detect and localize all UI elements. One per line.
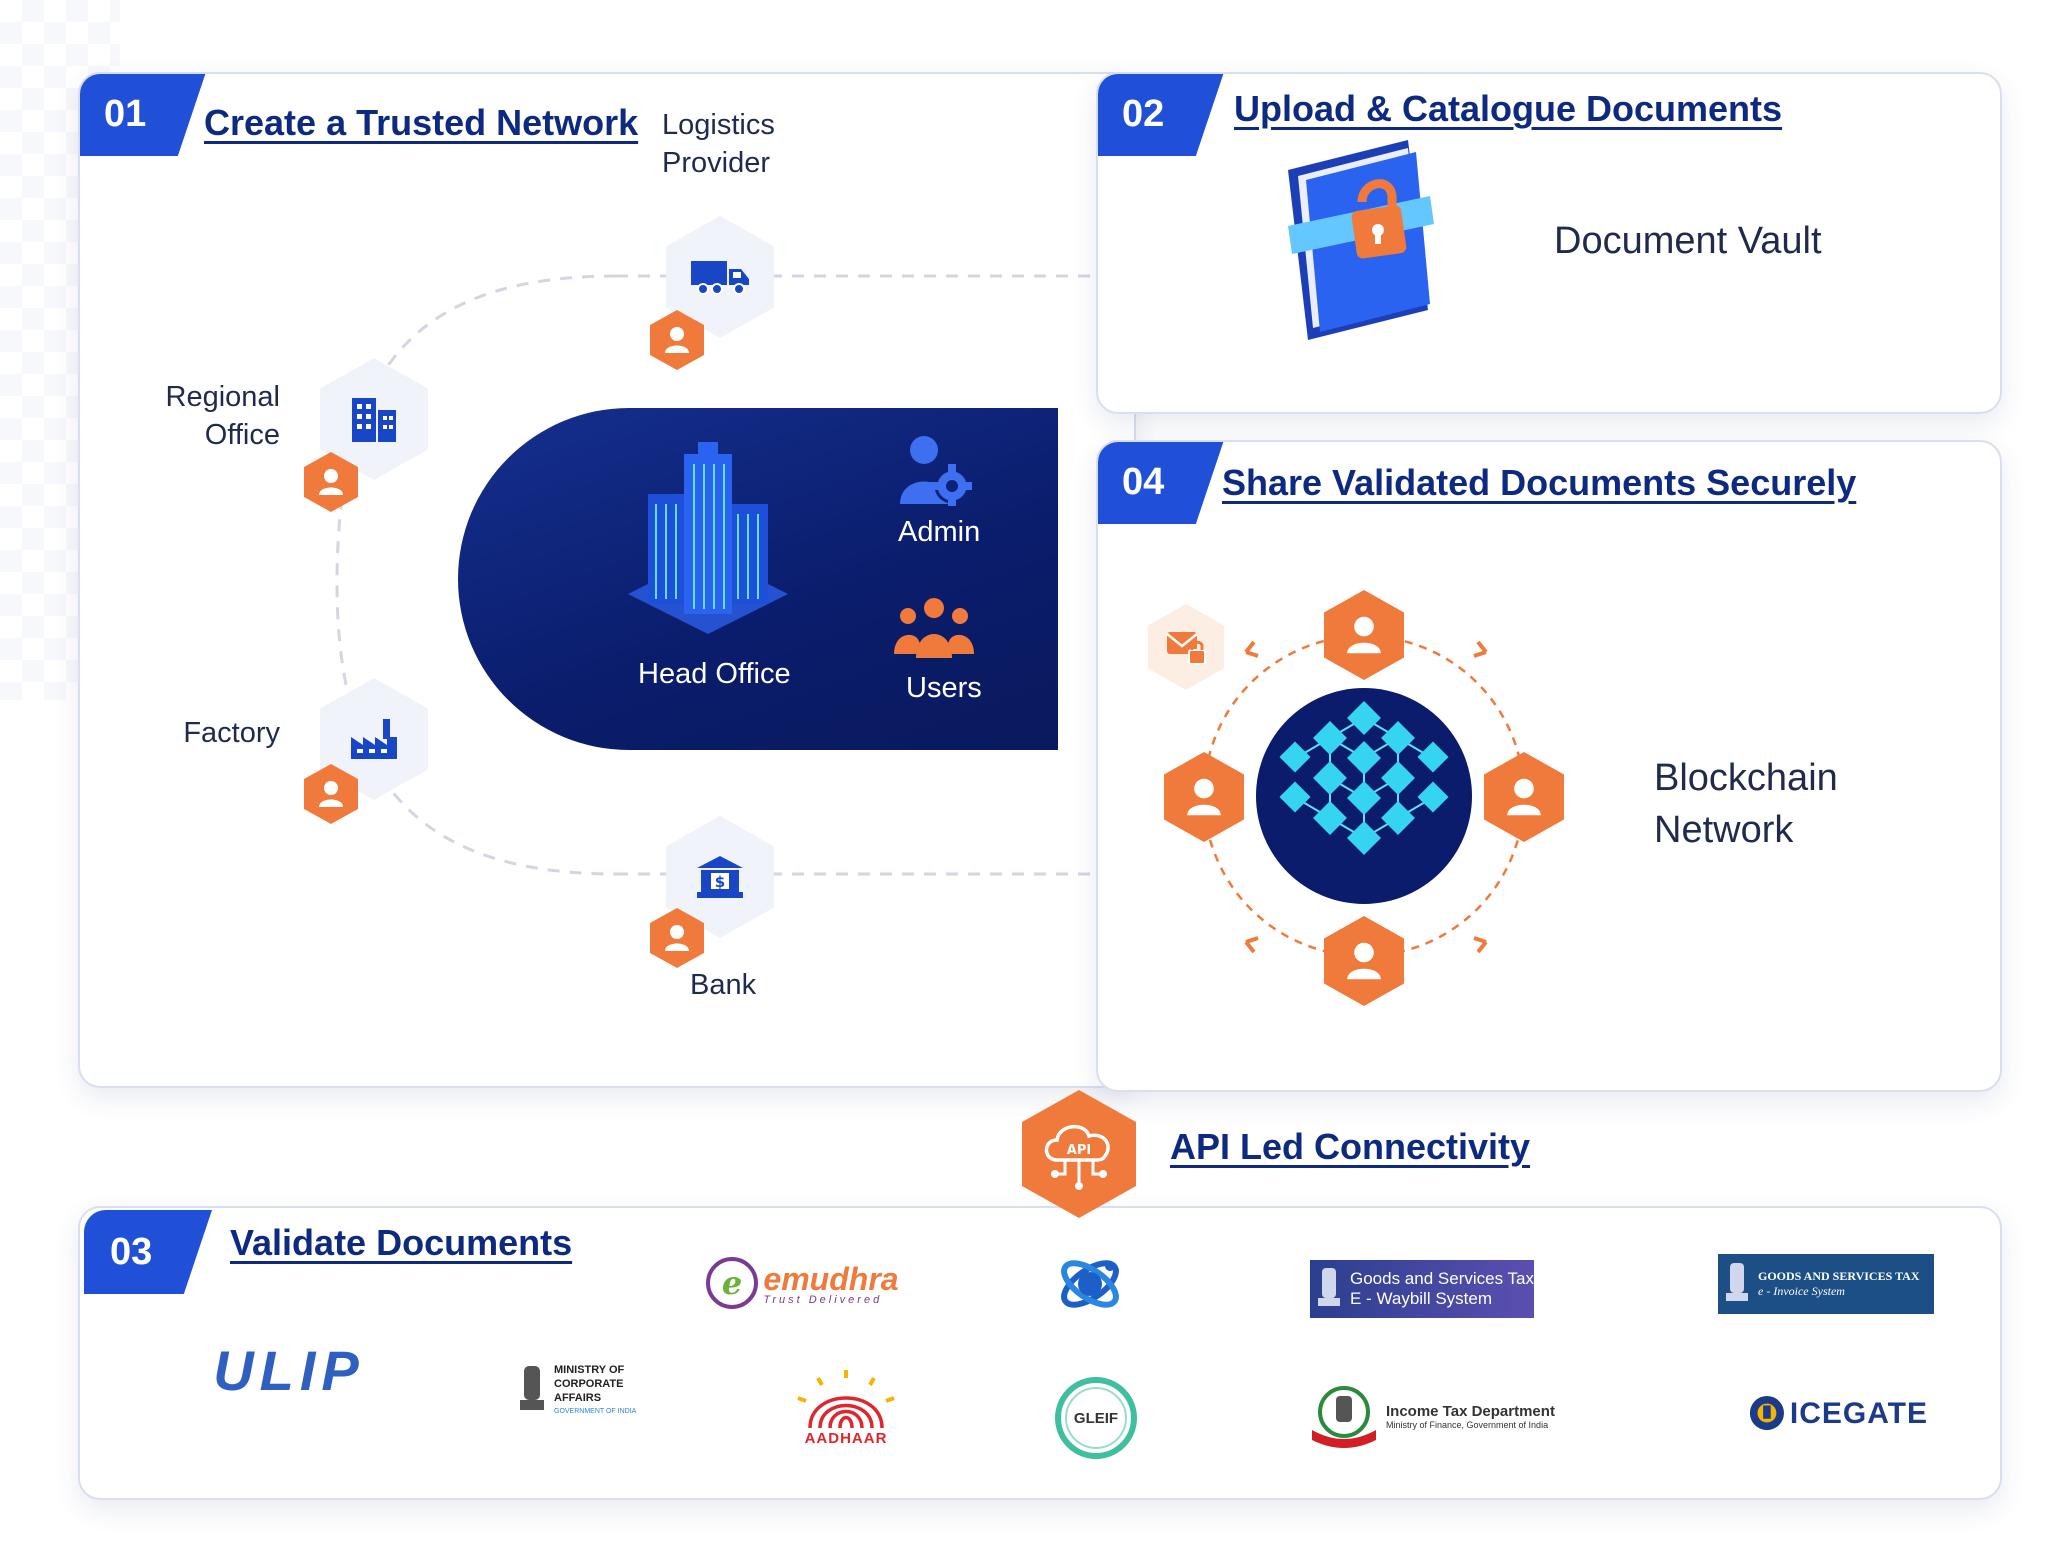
user-icon — [1347, 616, 1381, 654]
gst-eway-line1: Goods and Services Tax — [1350, 1269, 1534, 1288]
skyscraper-icon — [628, 442, 788, 634]
svg-text:API: API — [1067, 1143, 1091, 1158]
income-tax-line1: Income Tax Department — [1386, 1402, 1555, 1420]
card-trusted-network: 01 Create a Trusted Network Logistics Pr… — [78, 72, 1136, 1088]
user-icon — [665, 327, 689, 353]
blockchain-node-top — [1324, 590, 1404, 680]
icegate-emblem-icon — [1749, 1396, 1784, 1431]
mca-line1: MINISTRY OF — [554, 1364, 625, 1376]
document-vault-lock-icon — [1288, 140, 1434, 340]
mca-line3: AFFAIRS — [554, 1392, 602, 1404]
aadhaar-text: AADHAAR — [804, 1429, 888, 1447]
secure-mail-icon — [1166, 632, 1206, 665]
svg-text:e: e — [722, 1264, 742, 1302]
mca-line4: GOVERNMENT OF INDIA — [554, 1408, 637, 1415]
user-badge-factory — [304, 764, 358, 824]
parivahan-emblem-icon — [1061, 1260, 1119, 1308]
network-connectors — [335, 274, 1134, 876]
icegate-text: ICEGATE — [1789, 1397, 1928, 1430]
node-label-logistics: Logistics Provider — [662, 109, 775, 179]
head-office-label: Head Office — [638, 658, 791, 690]
section-title-upload[interactable]: Upload & Catalogue Documents — [1234, 88, 1783, 129]
document-vault-label: Document Vault — [1554, 220, 1822, 262]
card-share-documents: 04 Share Validated Documents Securely — [1096, 440, 2002, 1092]
blockchain-node-left — [1164, 752, 1244, 842]
user-badge-logistics — [650, 310, 704, 370]
user-icon — [319, 781, 343, 807]
user-badge-bank — [650, 908, 704, 968]
users-label: Users — [906, 672, 982, 704]
logo-aadhaar[interactable]: AADHAAR — [786, 1364, 906, 1448]
logo-gst-eway-bill[interactable]: Goods and Services Tax E - Waybill Syste… — [1310, 1260, 1534, 1318]
admin-gear-icon — [900, 436, 972, 506]
head-office-hub[interactable]: Head Office Admin Users — [458, 408, 1058, 750]
api-cloud-icon: API — [1044, 1125, 1110, 1190]
emudhra-e-icon: e — [706, 1257, 759, 1309]
user-icon — [665, 925, 689, 951]
card-validate-documents: 03 Validate Documents e emudhra Trust De… — [78, 1206, 2002, 1500]
emudhra-tagline: Trust Delivered — [763, 1293, 883, 1306]
logo-icegate[interactable]: ICEGATE — [1748, 1386, 1928, 1442]
users-group-icon — [894, 598, 974, 658]
gst-einvoice-line1: GOODS AND SERVICES TAX — [1758, 1269, 1920, 1283]
user-icon — [319, 469, 343, 495]
blockchain-ring — [1202, 634, 1526, 958]
factory-icon — [351, 719, 397, 759]
gleif-text: GLEIF — [1073, 1409, 1119, 1427]
logo-income-tax[interactable]: Income Tax Department Ministry of Financ… — [1306, 1380, 1596, 1452]
user-icon — [1347, 942, 1381, 980]
national-emblem-icon — [520, 1366, 544, 1410]
blockchain-node-right — [1484, 752, 1564, 842]
card-document-upload: 02 Upload & Catalogue Documents Document… — [1096, 72, 2002, 414]
user-icon — [1507, 778, 1541, 816]
api-connectivity-node[interactable]: API — [1022, 1090, 1136, 1218]
income-tax-emblem-icon — [1312, 1386, 1376, 1448]
section-title-trusted-network[interactable]: Create a Trusted Network — [204, 102, 639, 143]
node-label-factory: Factory — [183, 717, 280, 749]
logo-mca[interactable]: MINISTRY OF CORPORATE AFFAIRS GOVERNMENT… — [516, 1356, 676, 1426]
logo-emudhra[interactable]: e emudhra Trust Delivered — [692, 1248, 912, 1318]
node-label-regional: Regional Office — [165, 381, 280, 451]
emudhra-name: emudhra — [763, 1260, 899, 1297]
national-emblem-icon — [1318, 1268, 1340, 1306]
office-building-icon — [352, 398, 396, 442]
svg-text:$: $ — [715, 873, 725, 891]
aadhaar-fingerprint-icon — [797, 1369, 895, 1428]
blockchain-node-bottom — [1324, 916, 1404, 1006]
logo-gst-einvoice[interactable]: GOODS AND SERVICES TAX e - Invoice Syste… — [1718, 1254, 1934, 1314]
logo-parivahan[interactable] — [1052, 1246, 1128, 1322]
admin-label: Admin — [898, 516, 981, 548]
ulip-wordmark: ULIP — [213, 1338, 365, 1402]
national-emblem-icon — [1726, 1263, 1748, 1301]
api-connectivity-title[interactable]: API Led Connectivity — [1170, 1126, 1531, 1167]
section-title-validate[interactable]: Validate Documents — [230, 1222, 573, 1263]
income-tax-line2: Ministry of Finance, Government of India — [1386, 1419, 1549, 1430]
gleif-ring-icon — [1055, 1377, 1137, 1459]
user-badge-regional — [304, 452, 358, 512]
section-title-share[interactable]: Share Validated Documents Securely — [1222, 462, 1857, 503]
bank-icon: $ — [697, 856, 743, 898]
step-badge-03: 03 — [84, 1210, 212, 1294]
user-icon — [1187, 778, 1221, 816]
gst-eway-line2: E - Waybill System — [1350, 1289, 1493, 1308]
truck-icon — [691, 261, 749, 295]
blockchain-network-label: Blockchain Network — [1654, 757, 1838, 851]
logo-gleif[interactable]: GLEIF — [1052, 1374, 1140, 1462]
gst-einvoice-line2: e - Invoice System — [1758, 1284, 1845, 1298]
step-badge-02: 02 — [1098, 74, 1224, 156]
mca-line2: CORPORATE — [554, 1378, 624, 1390]
node-label-bank: Bank — [690, 969, 757, 1001]
logo-ulip[interactable]: ULIP — [204, 1338, 374, 1402]
